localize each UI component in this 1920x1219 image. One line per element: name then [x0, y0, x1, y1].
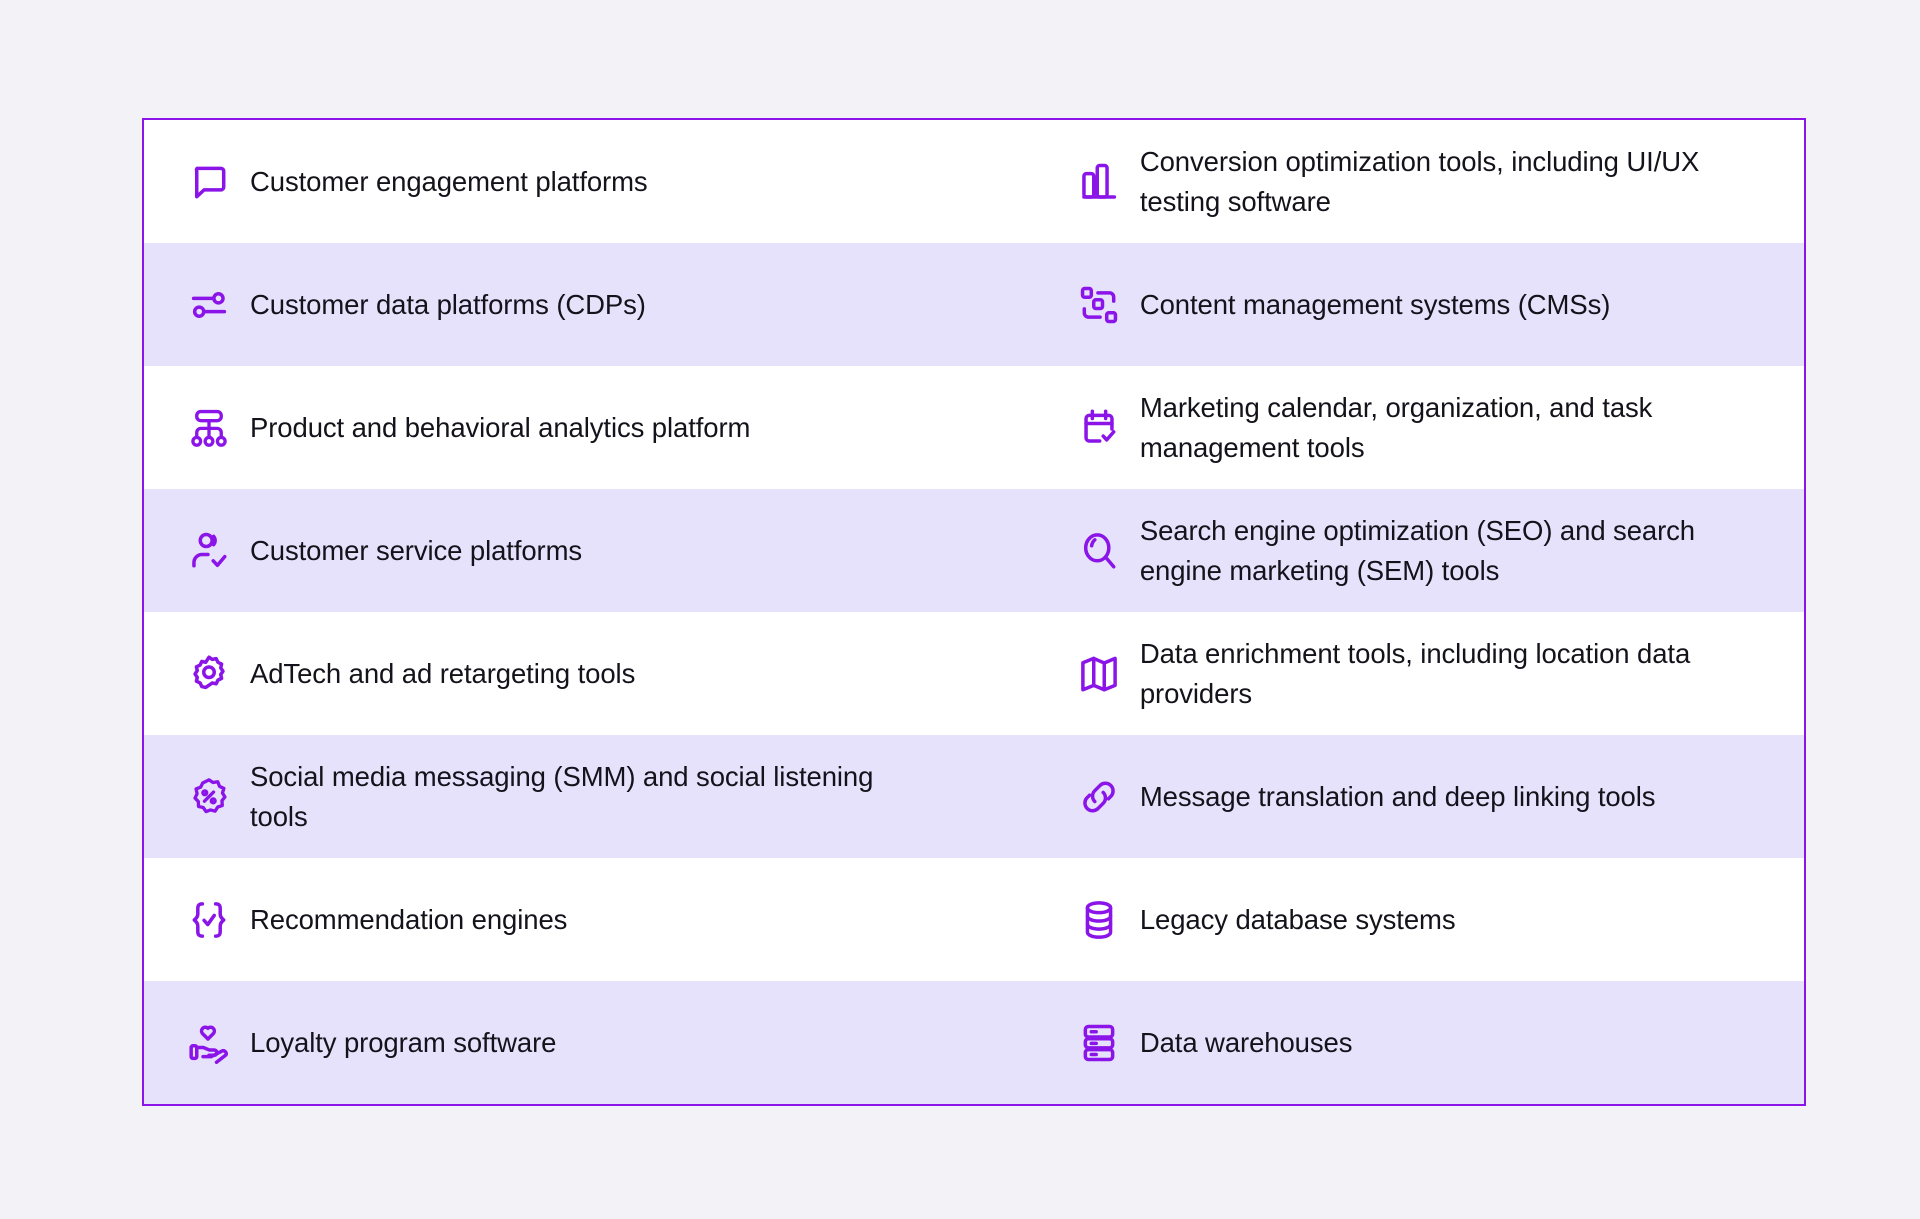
- cell-label: Recommendation engines: [250, 903, 568, 935]
- table-cell-left: Social media messaging (SMM) and social …: [144, 735, 1052, 858]
- table-row: Customer service platforms Search engine …: [144, 489, 1804, 612]
- cell-label: Marketing calendar, organization, and ta…: [1139, 391, 1653, 463]
- chat-bubble-icon: [186, 159, 232, 205]
- table-cell-left: AdTech and ad retargeting tools: [144, 612, 1052, 735]
- cell-label: Conversion optimization tools, including…: [1139, 145, 1700, 217]
- table-cell-left: Customer service platforms: [144, 489, 1052, 612]
- table-cell-left: Loyalty program software: [144, 981, 1052, 1104]
- cell-label: Social media messaging (SMM) and social …: [250, 760, 874, 832]
- cell-label: Customer service platforms: [250, 534, 583, 566]
- table-cell-right: Marketing calendar, organization, and ta…: [1052, 366, 1804, 489]
- table-cell-right: Legacy database systems: [1052, 858, 1804, 981]
- table-row: Customer data platforms (CDPs) Content ma…: [144, 243, 1804, 366]
- table-row: Loyalty program software Data warehouses: [144, 981, 1804, 1104]
- server-stack-icon: [1076, 1020, 1122, 1066]
- cell-label: Data warehouses: [1139, 1026, 1353, 1058]
- search-icon: [1076, 528, 1122, 574]
- user-check-icon: [186, 528, 232, 574]
- table-cell-left: Customer engagement platforms: [144, 120, 1052, 243]
- cell-label: Data enrichment tools, including locatio…: [1139, 637, 1691, 709]
- percent-badge-icon: [186, 774, 232, 820]
- cell-label: Customer data platforms (CDPs): [250, 288, 646, 320]
- table-cell-right: Content management systems (CMSs): [1052, 243, 1804, 366]
- table-row: Customer engagement platforms Conversion …: [144, 120, 1804, 243]
- table-cell-right: Data enrichment tools, including locatio…: [1052, 612, 1804, 735]
- cell-label: Legacy database systems: [1139, 903, 1456, 935]
- table-row: Product and behavioral analytics platfor…: [144, 366, 1804, 489]
- table-row: AdTech and ad retargeting tools Data enri…: [144, 612, 1804, 735]
- braces-check-icon: [186, 897, 232, 943]
- bar-chart-icon: [1076, 159, 1122, 205]
- table-row: Social media messaging (SMM) and social …: [144, 735, 1804, 858]
- database-icon: [1076, 897, 1122, 943]
- cell-label: Content management systems (CMSs): [1139, 288, 1611, 320]
- table-cell-left: Recommendation engines: [144, 858, 1052, 981]
- cell-label: Message translation and deep linking too…: [1139, 780, 1656, 812]
- hierarchy-icon: [186, 405, 232, 451]
- cell-label: Customer engagement platforms: [250, 165, 648, 197]
- calendar-check-icon: [1076, 405, 1122, 451]
- sliders-icon: [186, 282, 232, 328]
- tools-category-table: Customer engagement platforms Conversion …: [142, 118, 1806, 1106]
- link-icon: [1076, 774, 1122, 820]
- table-cell-left: Product and behavioral analytics platfor…: [144, 366, 1052, 489]
- cell-label: Product and behavioral analytics platfor…: [250, 411, 751, 443]
- hand-heart-icon: [186, 1020, 232, 1066]
- content-blocks-icon: [1076, 282, 1122, 328]
- table-cell-right: Search engine optimization (SEO) and sea…: [1052, 489, 1804, 612]
- gear-icon: [186, 651, 232, 697]
- cell-label: Loyalty program software: [250, 1026, 557, 1058]
- table-cell-left: Customer data platforms (CDPs): [144, 243, 1052, 366]
- cell-label: Search engine optimization (SEO) and sea…: [1139, 514, 1695, 586]
- cell-label: AdTech and ad retargeting tools: [250, 657, 636, 689]
- table-row: Recommendation engines Legacy database sy…: [144, 858, 1804, 981]
- table-cell-right: Conversion optimization tools, including…: [1052, 120, 1804, 243]
- table-cell-right: Data warehouses: [1052, 981, 1804, 1104]
- table-cell-right: Message translation and deep linking too…: [1052, 735, 1804, 858]
- map-icon: [1076, 651, 1122, 697]
